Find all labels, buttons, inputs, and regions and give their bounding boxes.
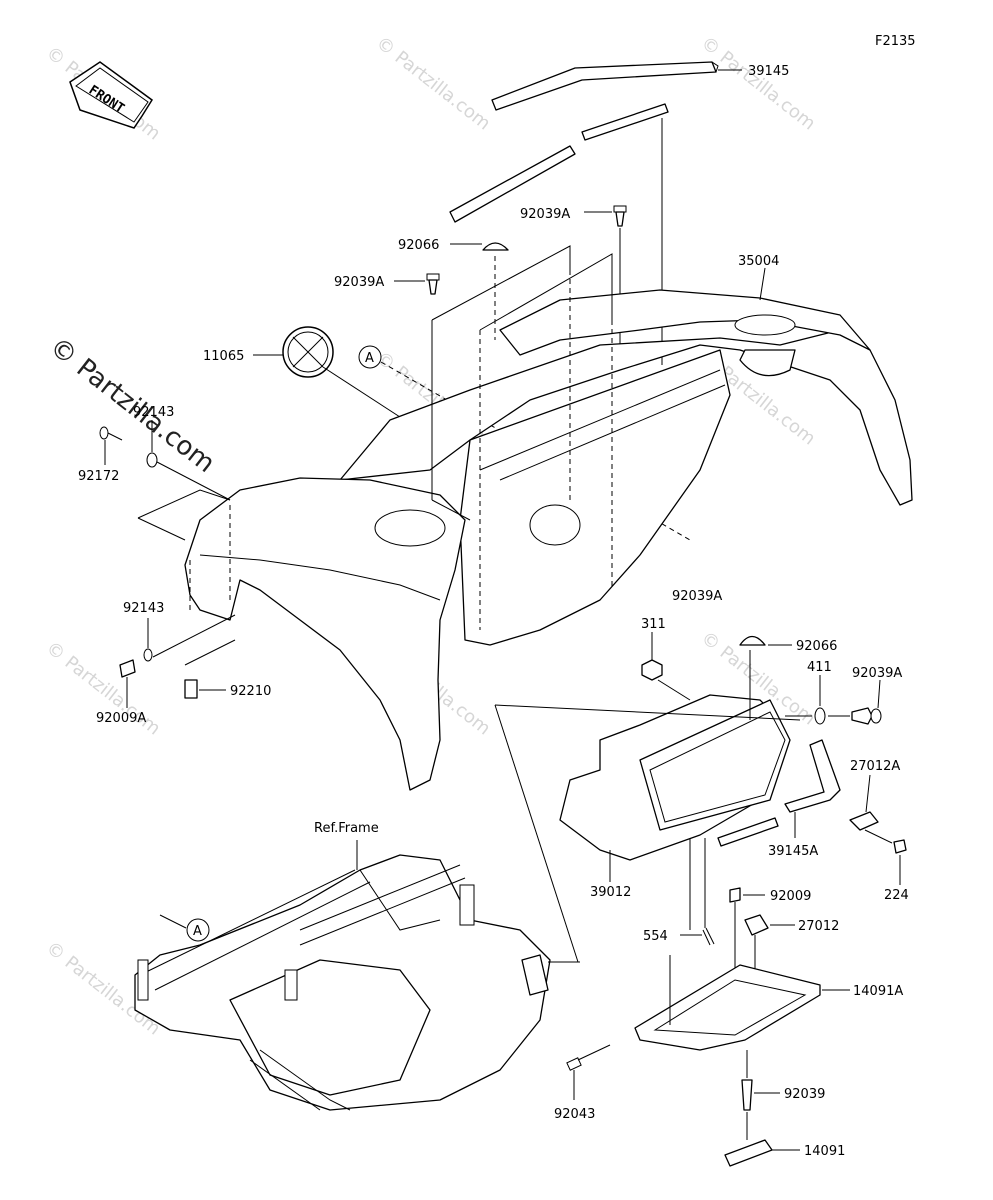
label-92143-top: 92143 xyxy=(133,405,174,420)
label-92066-top: 92066 xyxy=(398,238,439,253)
label-92043: 92043 xyxy=(554,1107,595,1122)
part-35004-left-fender xyxy=(184,477,466,791)
label-14091A: 14091A xyxy=(853,984,903,999)
label-92009A: 92009A xyxy=(96,711,146,726)
fastener-92039A-left xyxy=(394,273,440,295)
label-554: 554 xyxy=(643,929,668,944)
label-39145: 39145 xyxy=(748,64,789,79)
label-224: 224 xyxy=(884,888,909,903)
part-labels: 39145 92039A 92066 35004 92039A 11065 92… xyxy=(78,64,909,1159)
label-39145A: 39145A xyxy=(768,844,818,859)
callout-a-label: A xyxy=(193,924,202,939)
front-arrow-icon: FRONT xyxy=(69,61,154,129)
label-27012A: 27012A xyxy=(850,759,900,774)
diagram-code: F2135 xyxy=(875,34,916,49)
label-92039A-right: 92039A xyxy=(852,666,902,681)
label-92143-low: 92143 xyxy=(123,601,164,616)
label-92039: 92039 xyxy=(784,1087,825,1102)
watermark-main: © Partzilla.com xyxy=(44,332,221,479)
fastener-92172-group xyxy=(99,420,231,541)
label-11065: 11065 xyxy=(203,349,244,364)
label-411: 411 xyxy=(807,660,832,675)
callout-a-bottom: A xyxy=(159,914,210,942)
watermark: © Partzilla.com xyxy=(697,32,819,134)
storage-box-assembly xyxy=(494,632,907,1167)
fastener-92039A-top xyxy=(584,205,627,355)
watermark: © Partzilla.com xyxy=(372,32,494,134)
label-14091: 14091 xyxy=(804,1144,845,1159)
label-39012: 39012 xyxy=(590,885,631,900)
label-92039A-left: 92039A xyxy=(334,275,384,290)
label-92172: 92172 xyxy=(78,469,119,484)
fastener-92009A-group xyxy=(119,614,236,708)
cap-92066-top xyxy=(450,242,509,340)
label-92009: 92009 xyxy=(770,889,811,904)
label-92039A-top: 92039A xyxy=(520,207,570,222)
label-92039A-mid: 92039A xyxy=(672,589,722,604)
part-39145-tube xyxy=(449,61,742,223)
assembly-lines xyxy=(431,245,613,630)
label-27012: 27012 xyxy=(798,919,839,934)
label-92210: 92210 xyxy=(230,684,271,699)
label-311: 311 xyxy=(641,617,666,632)
frame-reference xyxy=(134,840,580,1111)
label-ref-frame: Ref.Frame xyxy=(314,821,379,836)
label-35004: 35004 xyxy=(738,254,779,269)
callout-a-label: A xyxy=(365,351,374,366)
part-35004-fender xyxy=(339,267,913,646)
label-92066-low: 92066 xyxy=(796,639,837,654)
